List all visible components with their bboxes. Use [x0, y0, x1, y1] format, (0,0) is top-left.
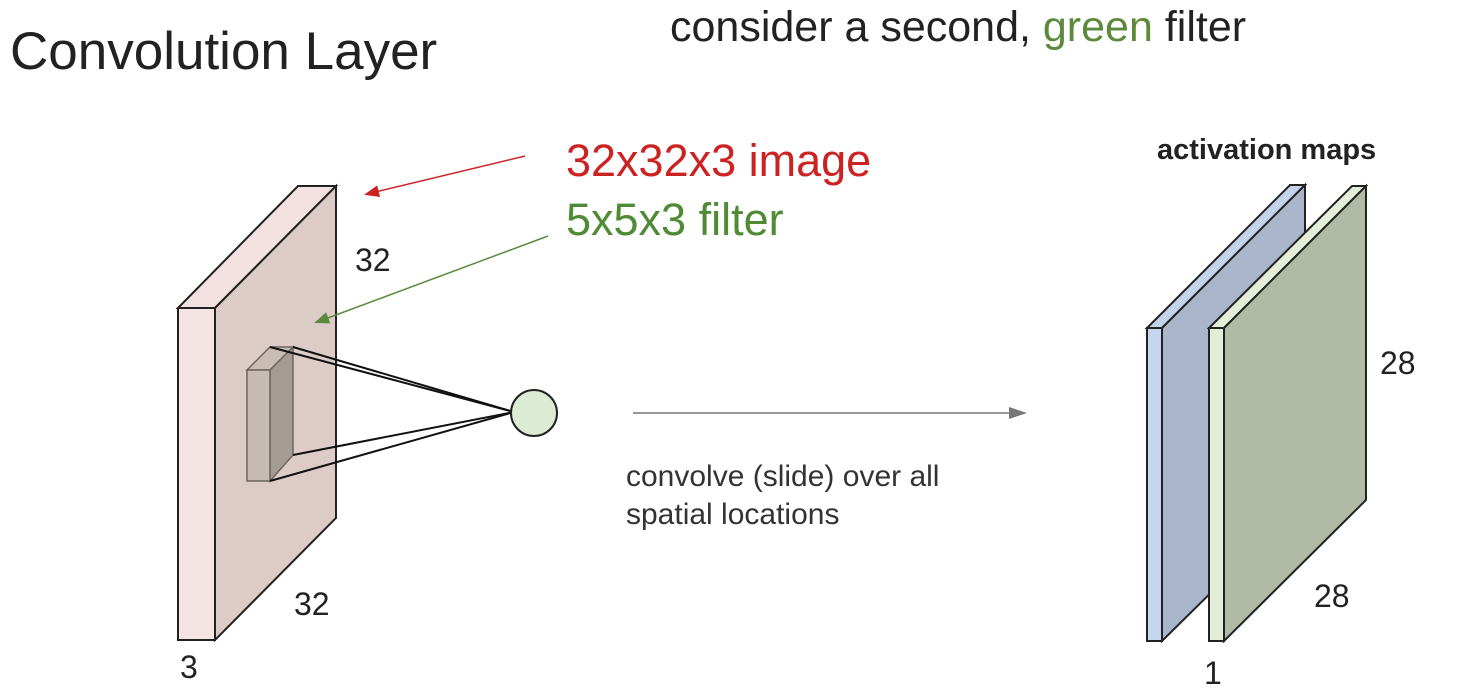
activation-map-green — [1206, 183, 1369, 644]
convolve-caption-line-2: spatial locations — [626, 498, 840, 531]
green-map-front-face — [1208, 327, 1225, 642]
connection-line — [269, 411, 515, 482]
image-label: 32x32x3 image — [566, 135, 872, 186]
subtitle-before: consider a second, — [670, 3, 1043, 51]
connection-line — [269, 346, 515, 413]
filter-volume — [245, 345, 295, 483]
filter-connections — [269, 346, 515, 482]
input-volume — [175, 183, 339, 643]
filter-front-face — [246, 369, 271, 482]
slide-title: Convolution Layer — [10, 22, 438, 81]
output-neuron — [510, 389, 558, 437]
subtitle-accent-word: green — [1042, 3, 1153, 51]
input-height-label: 32 — [355, 242, 391, 278]
convolve-caption: convolve (slide) over all spatial locati… — [626, 458, 1046, 534]
map-width-label: 28 — [1314, 578, 1350, 614]
input-volume-front-face — [177, 307, 216, 641]
image-label-arrow — [364, 155, 526, 198]
connection-line — [292, 346, 515, 413]
blue-map-front-face — [1146, 327, 1163, 642]
convolve-caption-line-1: convolve (slide) over all — [626, 460, 940, 493]
filter-label: 5x5x3 filter — [566, 194, 784, 245]
slide-subtitle: consider a second, green filter — [670, 6, 1246, 49]
connection-line — [292, 411, 515, 456]
subtitle-after: filter — [1152, 3, 1247, 51]
map-height-label: 28 — [1380, 345, 1416, 381]
input-width-label: 32 — [294, 586, 330, 622]
input-depth-label: 3 — [180, 649, 198, 685]
activation-maps-label: activation maps — [1157, 134, 1377, 166]
filter-label-arrow — [314, 235, 549, 324]
map-depth-label: 1 — [1204, 655, 1222, 691]
